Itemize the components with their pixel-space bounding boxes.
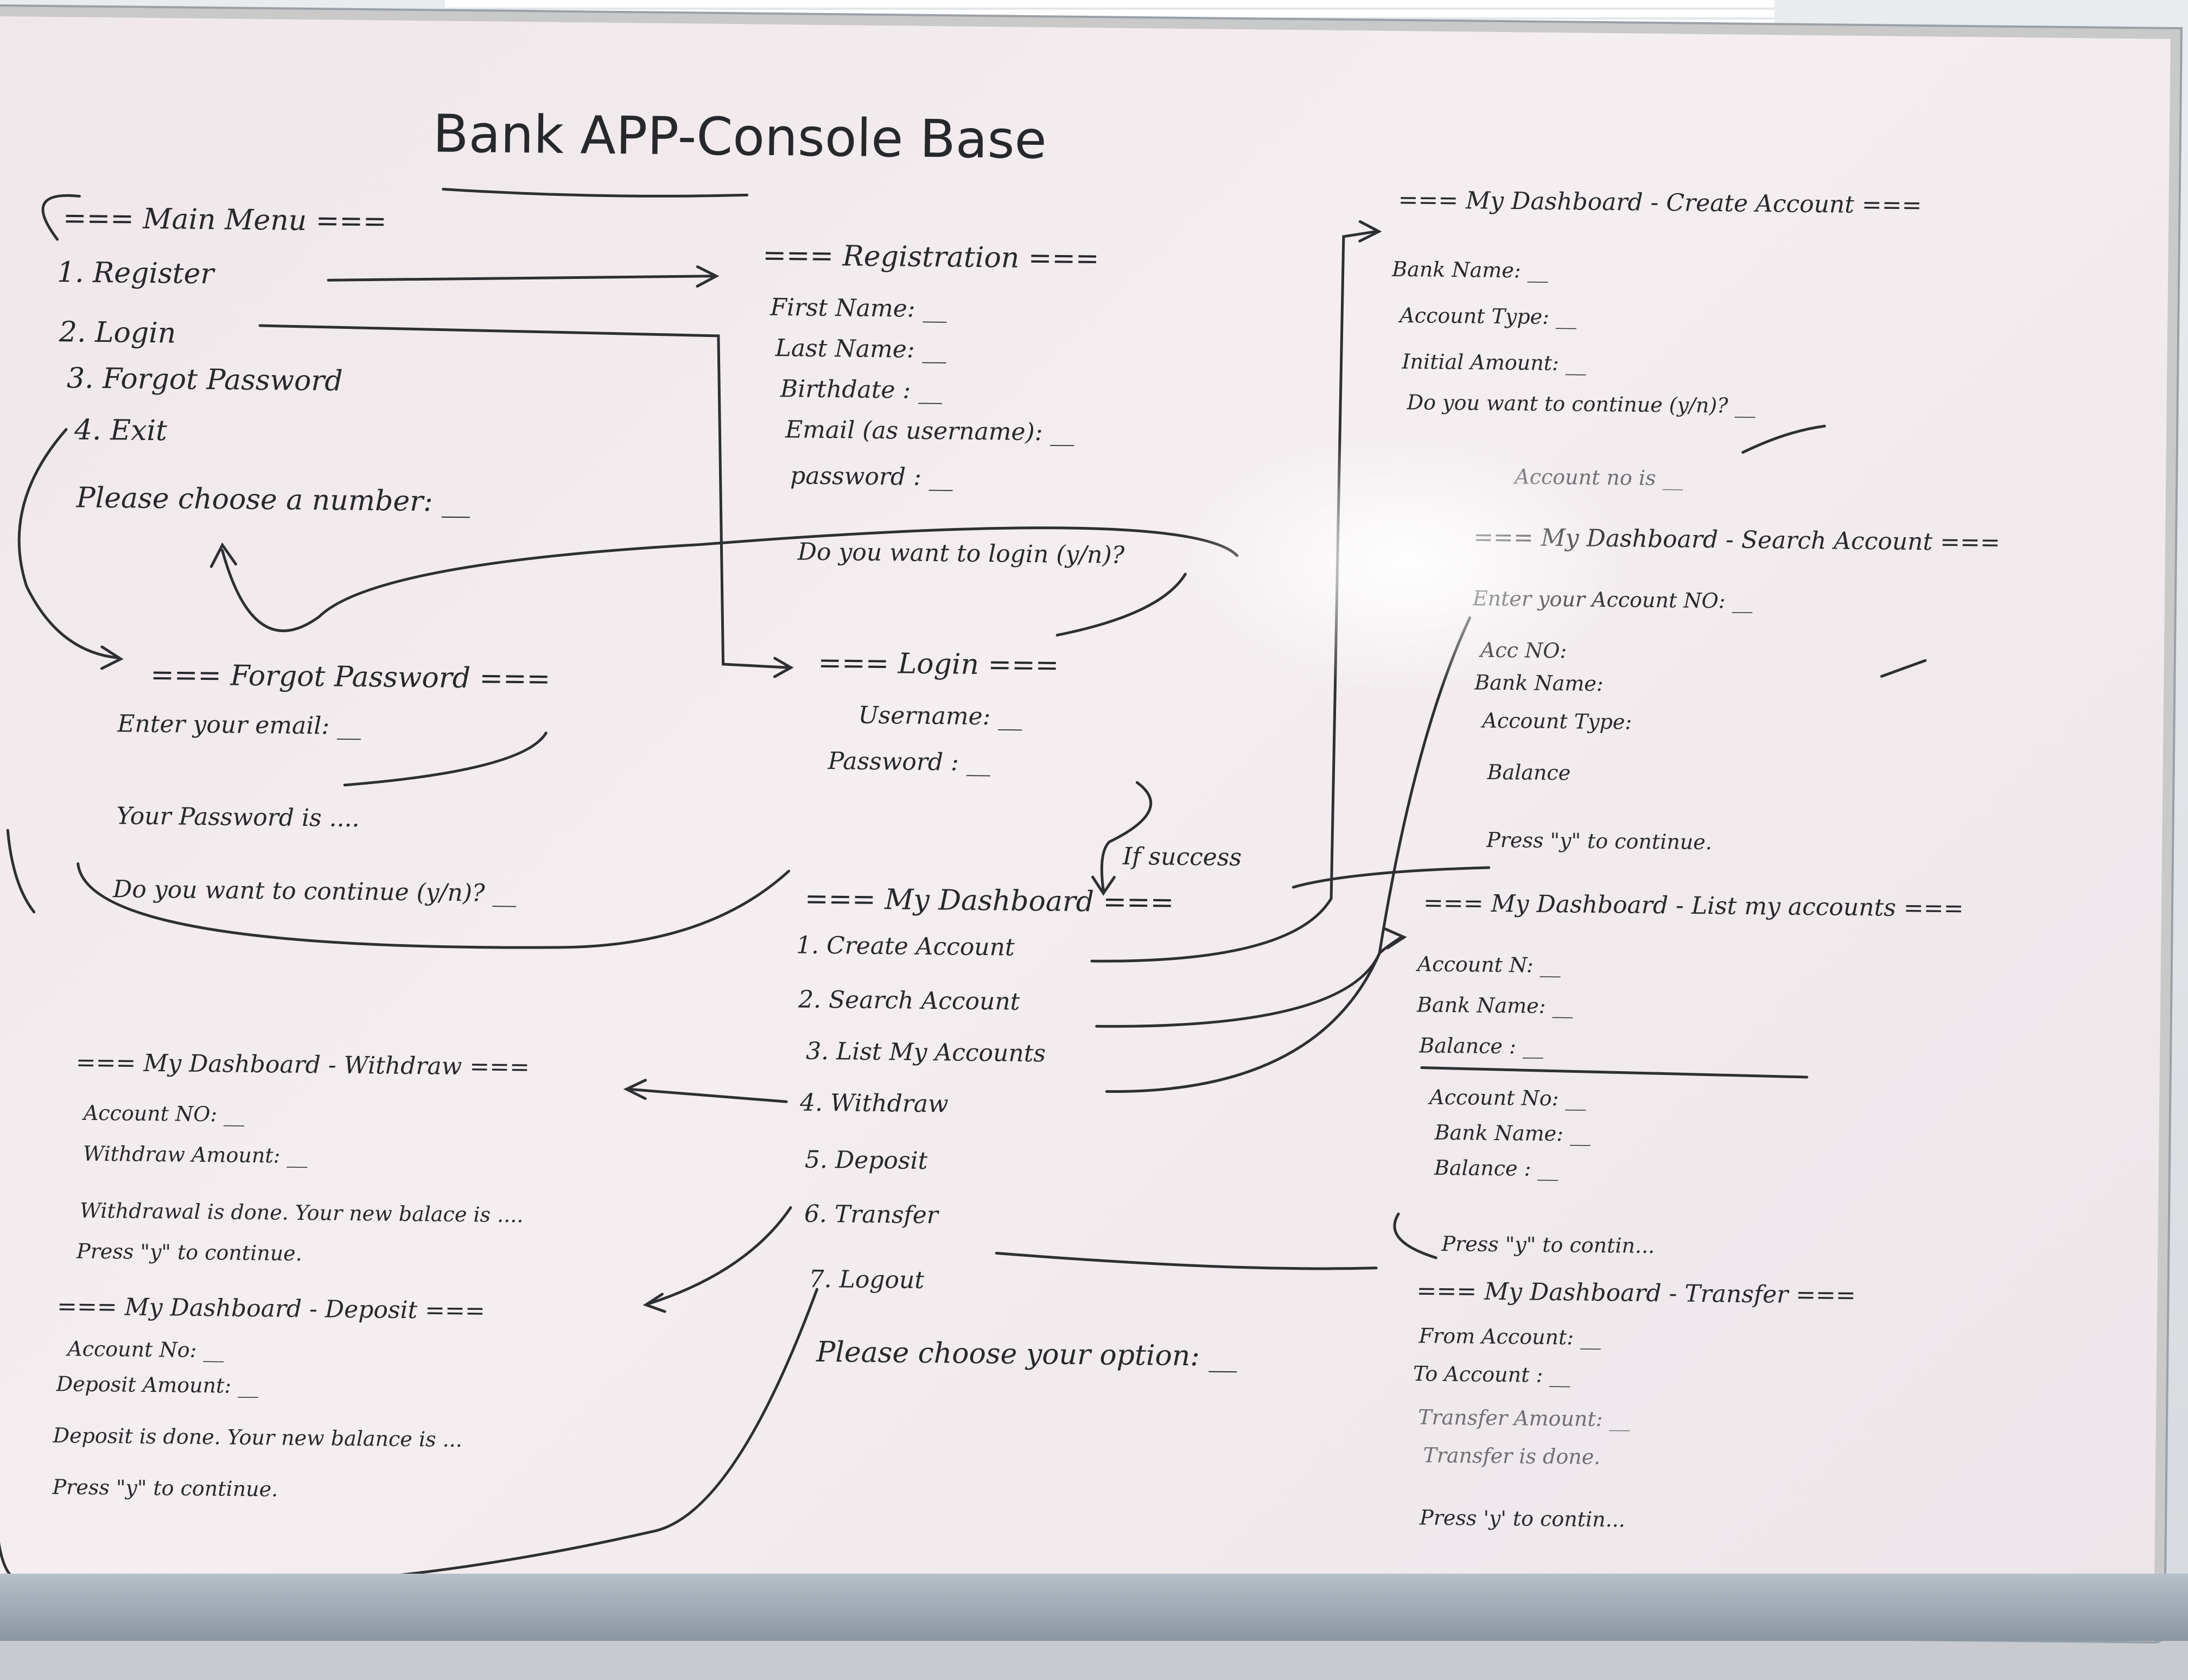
deposit-line: Deposit is done. Your new balance is ... <box>53 1423 463 1452</box>
search-account-line: Press "y" to continue. <box>1486 828 1713 855</box>
arrow-email-to-password <box>343 731 548 787</box>
arrow-to-withdraw <box>627 1087 788 1103</box>
withdraw-line: Withdrawal is done. Your new balace is .… <box>79 1198 524 1227</box>
arrow-if-success <box>1100 781 1153 892</box>
create-account-line: Initial Amount: __ <box>1402 349 1587 376</box>
forgot-password-line: Enter your email: __ <box>117 710 361 741</box>
create-account-line: Do you want to continue (y/n)? __ <box>1407 390 1756 418</box>
deposit-header: === My Dashboard - Deposit === <box>56 1293 486 1325</box>
list-accounts-line: Bank Name: __ <box>1434 1120 1591 1146</box>
list-accounts-line: Account N: __ <box>1417 952 1561 978</box>
login-field: Username: __ <box>858 701 1022 731</box>
search-account-line: Acc NO: <box>1480 638 1567 663</box>
withdraw-header: === My Dashboard - Withdraw === <box>75 1048 530 1081</box>
forgot-password-header: === Forgot Password === <box>150 658 551 696</box>
deposit-line: Press "y" to continue. <box>52 1475 278 1501</box>
registration-field: Last Name: __ <box>775 334 946 364</box>
dashboard-item: 2. Search Account <box>798 985 1020 1016</box>
dashboard-item: 1. Create Account <box>796 931 1015 962</box>
create-account-line: Bank Name: __ <box>1392 257 1548 283</box>
list-accounts-line: Bank Name: __ <box>1416 992 1573 1019</box>
main-menu-item: 3. Forgot Password <box>66 362 343 398</box>
dashboard-header: === My Dashboard === <box>804 882 1174 919</box>
registration-field: Email (as username): __ <box>785 416 1074 447</box>
dashboard-item: 4. Withdraw <box>799 1089 949 1118</box>
search-account-line: Balance <box>1487 760 1571 785</box>
transfer-line: Transfer is done. <box>1423 1443 1601 1469</box>
list-accounts-line: Balance : __ <box>1419 1033 1544 1059</box>
dashboard-item: 7. Logout <box>809 1265 925 1294</box>
login-header: === Login === <box>818 646 1059 682</box>
arrow-main-menu-return <box>41 194 81 241</box>
transfer-line: From Account: __ <box>1419 1323 1601 1350</box>
create-account-line: Account no is __ <box>1515 464 1683 491</box>
dashboard-item: 5. Deposit <box>804 1146 928 1175</box>
list-accounts-line: Account No: __ <box>1429 1085 1586 1111</box>
dashboard-prompt: Please choose your option: __ <box>816 1335 1237 1373</box>
registration-prompt: Do you want to login (y/n)? <box>797 538 1125 569</box>
dashboard-item: 6. Transfer <box>804 1200 939 1230</box>
forgot-password-line: Do you want to continue (y/n)? __ <box>112 875 517 908</box>
create-account-line: Account Type: __ <box>1400 303 1577 329</box>
deposit-line: Account No: __ <box>67 1337 224 1363</box>
title-underline <box>442 188 749 198</box>
registration-field: First Name: __ <box>770 293 947 323</box>
transfer-line: Press 'y' to contin... <box>1419 1505 1626 1532</box>
board-tray <box>0 1574 2188 1641</box>
main-menu-item: 4. Exit <box>74 413 168 448</box>
list-accounts-line: Press "y" to contin... <box>1441 1231 1655 1258</box>
main-menu-item: 2. Login <box>59 316 176 350</box>
arrow-list-press-y <box>1393 1212 1438 1259</box>
arrow-login-yn-to-menu <box>221 526 1239 632</box>
whiteboard: Bank APP-Console Base === Main Menu === … <box>0 16 2171 1632</box>
left-edge-curve <box>6 829 36 914</box>
arrow-to-search-account <box>1095 616 1472 1028</box>
registration-field: Birthdate : __ <box>780 375 943 405</box>
search-account-line: Bank Name: <box>1474 670 1604 696</box>
withdraw-line: Withdraw Amount: __ <box>82 1141 308 1168</box>
forgot-password-line: Your Password is .... <box>116 802 360 833</box>
arrow-yn-to-login <box>1055 572 1187 637</box>
arrow-exit-loop <box>17 428 120 659</box>
search-account-line: Enter your Account NO: __ <box>1472 586 1753 613</box>
registration-header: === Registration === <box>762 239 1099 276</box>
main-menu-prompt: Please choose a number: __ <box>76 481 470 519</box>
arrow-create-continue <box>1741 424 1826 454</box>
arrow-register-to-registration <box>327 275 715 282</box>
create-account-header: === My Dashboard - Create Account === <box>1398 186 1922 220</box>
login-success-note: If success <box>1122 842 1242 872</box>
board-title: Bank APP-Console Base <box>432 103 1047 171</box>
main-menu-item: 1. Register <box>56 256 214 291</box>
withdraw-line: Account NO: __ <box>83 1100 245 1127</box>
arrow-to-create-account <box>1090 230 1378 963</box>
arrow-login-to-login <box>258 324 790 669</box>
list-accounts-header: === My Dashboard - List my accounts === <box>1423 889 1964 922</box>
arrow-to-transfer <box>995 1251 1378 1270</box>
registration-field: password : __ <box>790 462 953 492</box>
arrow-to-deposit <box>647 1206 792 1306</box>
transfer-line: To Account : __ <box>1413 1361 1570 1388</box>
list-accounts-line: Balance : __ <box>1434 1155 1559 1181</box>
main-menu-header: === Main Menu === <box>62 202 387 238</box>
arrow-back-to-dashboard <box>1292 866 1491 889</box>
search-account-header: === My Dashboard - Search Account === <box>1473 523 2001 557</box>
login-field: Password : __ <box>828 747 991 777</box>
search-account-line: Account Type: <box>1482 708 1632 734</box>
arrow-forgot-continue-loop <box>77 862 791 949</box>
divider-search <box>1880 659 1927 678</box>
dashboard-item: 3. List My Accounts <box>805 1037 1046 1068</box>
transfer-header: === My Dashboard - Transfer === <box>1416 1277 1856 1309</box>
divider-list-accounts <box>1420 1066 1809 1079</box>
deposit-line: Deposit Amount: __ <box>56 1372 259 1398</box>
arrow-to-list-accounts <box>1105 936 1403 1093</box>
withdraw-line: Press "y" to continue. <box>76 1239 302 1265</box>
transfer-line: Transfer Amount: __ <box>1417 1405 1630 1431</box>
